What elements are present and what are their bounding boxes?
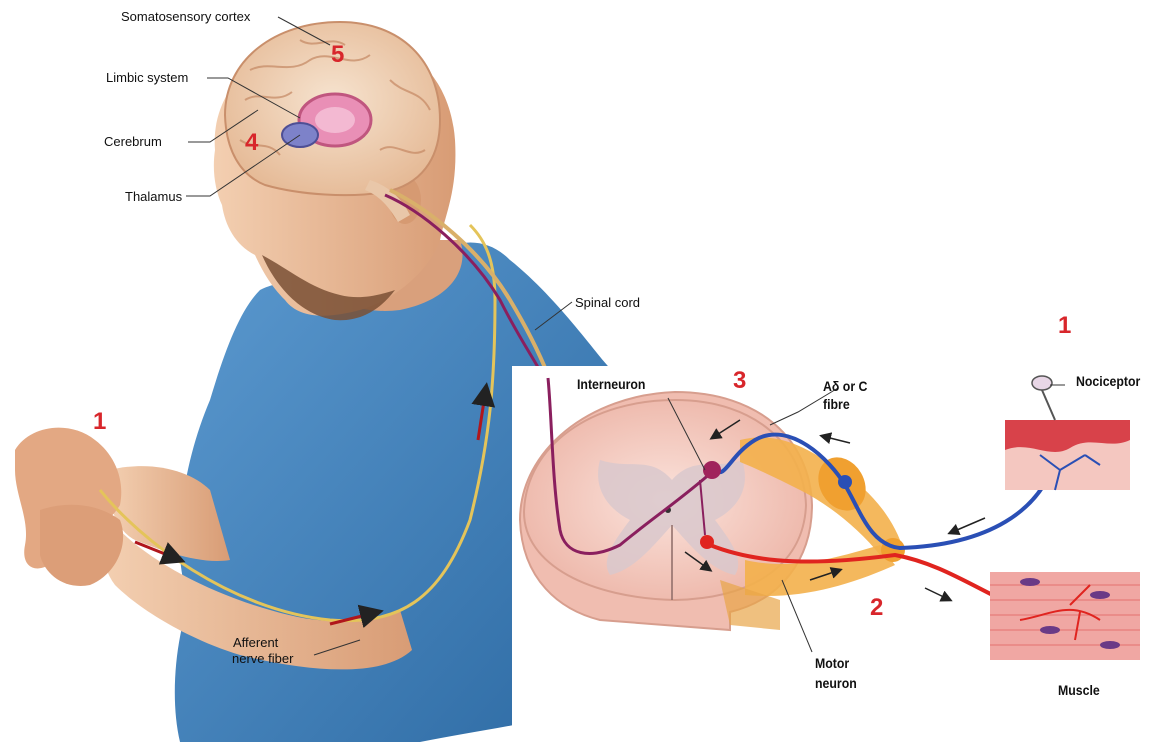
- step-number-skin: 1: [1058, 313, 1071, 339]
- step-number-spinal: 3: [733, 368, 746, 394]
- label-nociceptor: Nociceptor: [1076, 373, 1140, 390]
- label-motor-line1: Motor: [815, 655, 849, 672]
- label-fibre-line2: fibre: [823, 396, 850, 413]
- label-afferent-line2: nerve fiber: [232, 651, 293, 666]
- muscle-tissue: [990, 572, 1140, 660]
- label-spinal-cord: Spinal cord: [575, 295, 640, 310]
- interneuron-cell: [703, 461, 721, 479]
- step-number-wrist: 1: [93, 409, 106, 435]
- label-muscle: Muscle: [1058, 682, 1100, 699]
- step-number-thalamus: 4: [245, 130, 258, 156]
- step-number-reflex: 2: [870, 595, 883, 621]
- limbic-inner: [315, 107, 355, 133]
- sensory-cell-body: [838, 475, 852, 489]
- label-motor-line2: neuron: [815, 675, 857, 692]
- label-interneuron: Interneuron: [577, 376, 645, 393]
- step-number-cortex: 5: [331, 42, 344, 68]
- label-limbic-system: Limbic system: [106, 70, 188, 85]
- motor-neuron-cell: [700, 535, 714, 549]
- label-somatosensory-cortex: Somatosensory cortex: [121, 9, 250, 24]
- label-fibre-line1: Aδ or C: [823, 378, 867, 395]
- label-afferent-line1: Afferent: [233, 635, 278, 650]
- nociceptor-pin-icon: [1032, 376, 1052, 390]
- label-thalamus: Thalamus: [125, 189, 182, 204]
- label-cerebrum: Cerebrum: [104, 134, 162, 149]
